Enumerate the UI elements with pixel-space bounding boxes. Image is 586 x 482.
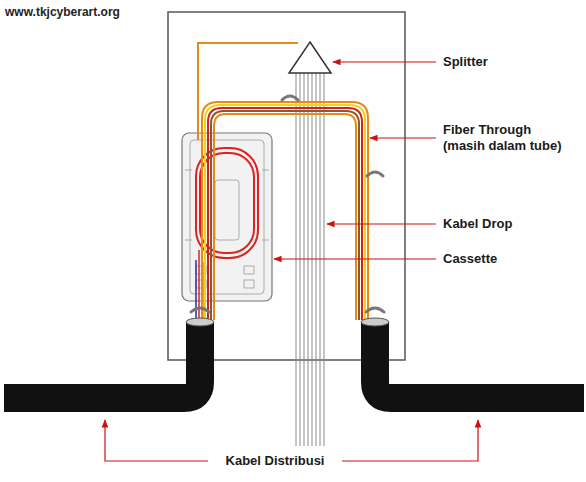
callout-label: Splitter [443, 54, 488, 70]
splitter-symbol [289, 42, 331, 73]
callout-label: Fiber Through (masih dalam tube) [443, 122, 571, 154]
distribution-cable [4, 322, 584, 398]
fiber-through [202, 102, 368, 320]
odp-housing [168, 12, 405, 360]
watermark: www.tkjcyberart.org [5, 4, 120, 20]
callout-arrows [105, 62, 478, 461]
callout-label: Kabel Drop [443, 216, 512, 232]
splitter-input-fiber [198, 43, 298, 140]
cable-ends [186, 318, 389, 326]
cable-clips [191, 96, 384, 312]
cassette-details [185, 140, 269, 294]
callout-label: Kabel Distribusi [223, 453, 328, 469]
callout-label: Cassette [443, 251, 497, 267]
